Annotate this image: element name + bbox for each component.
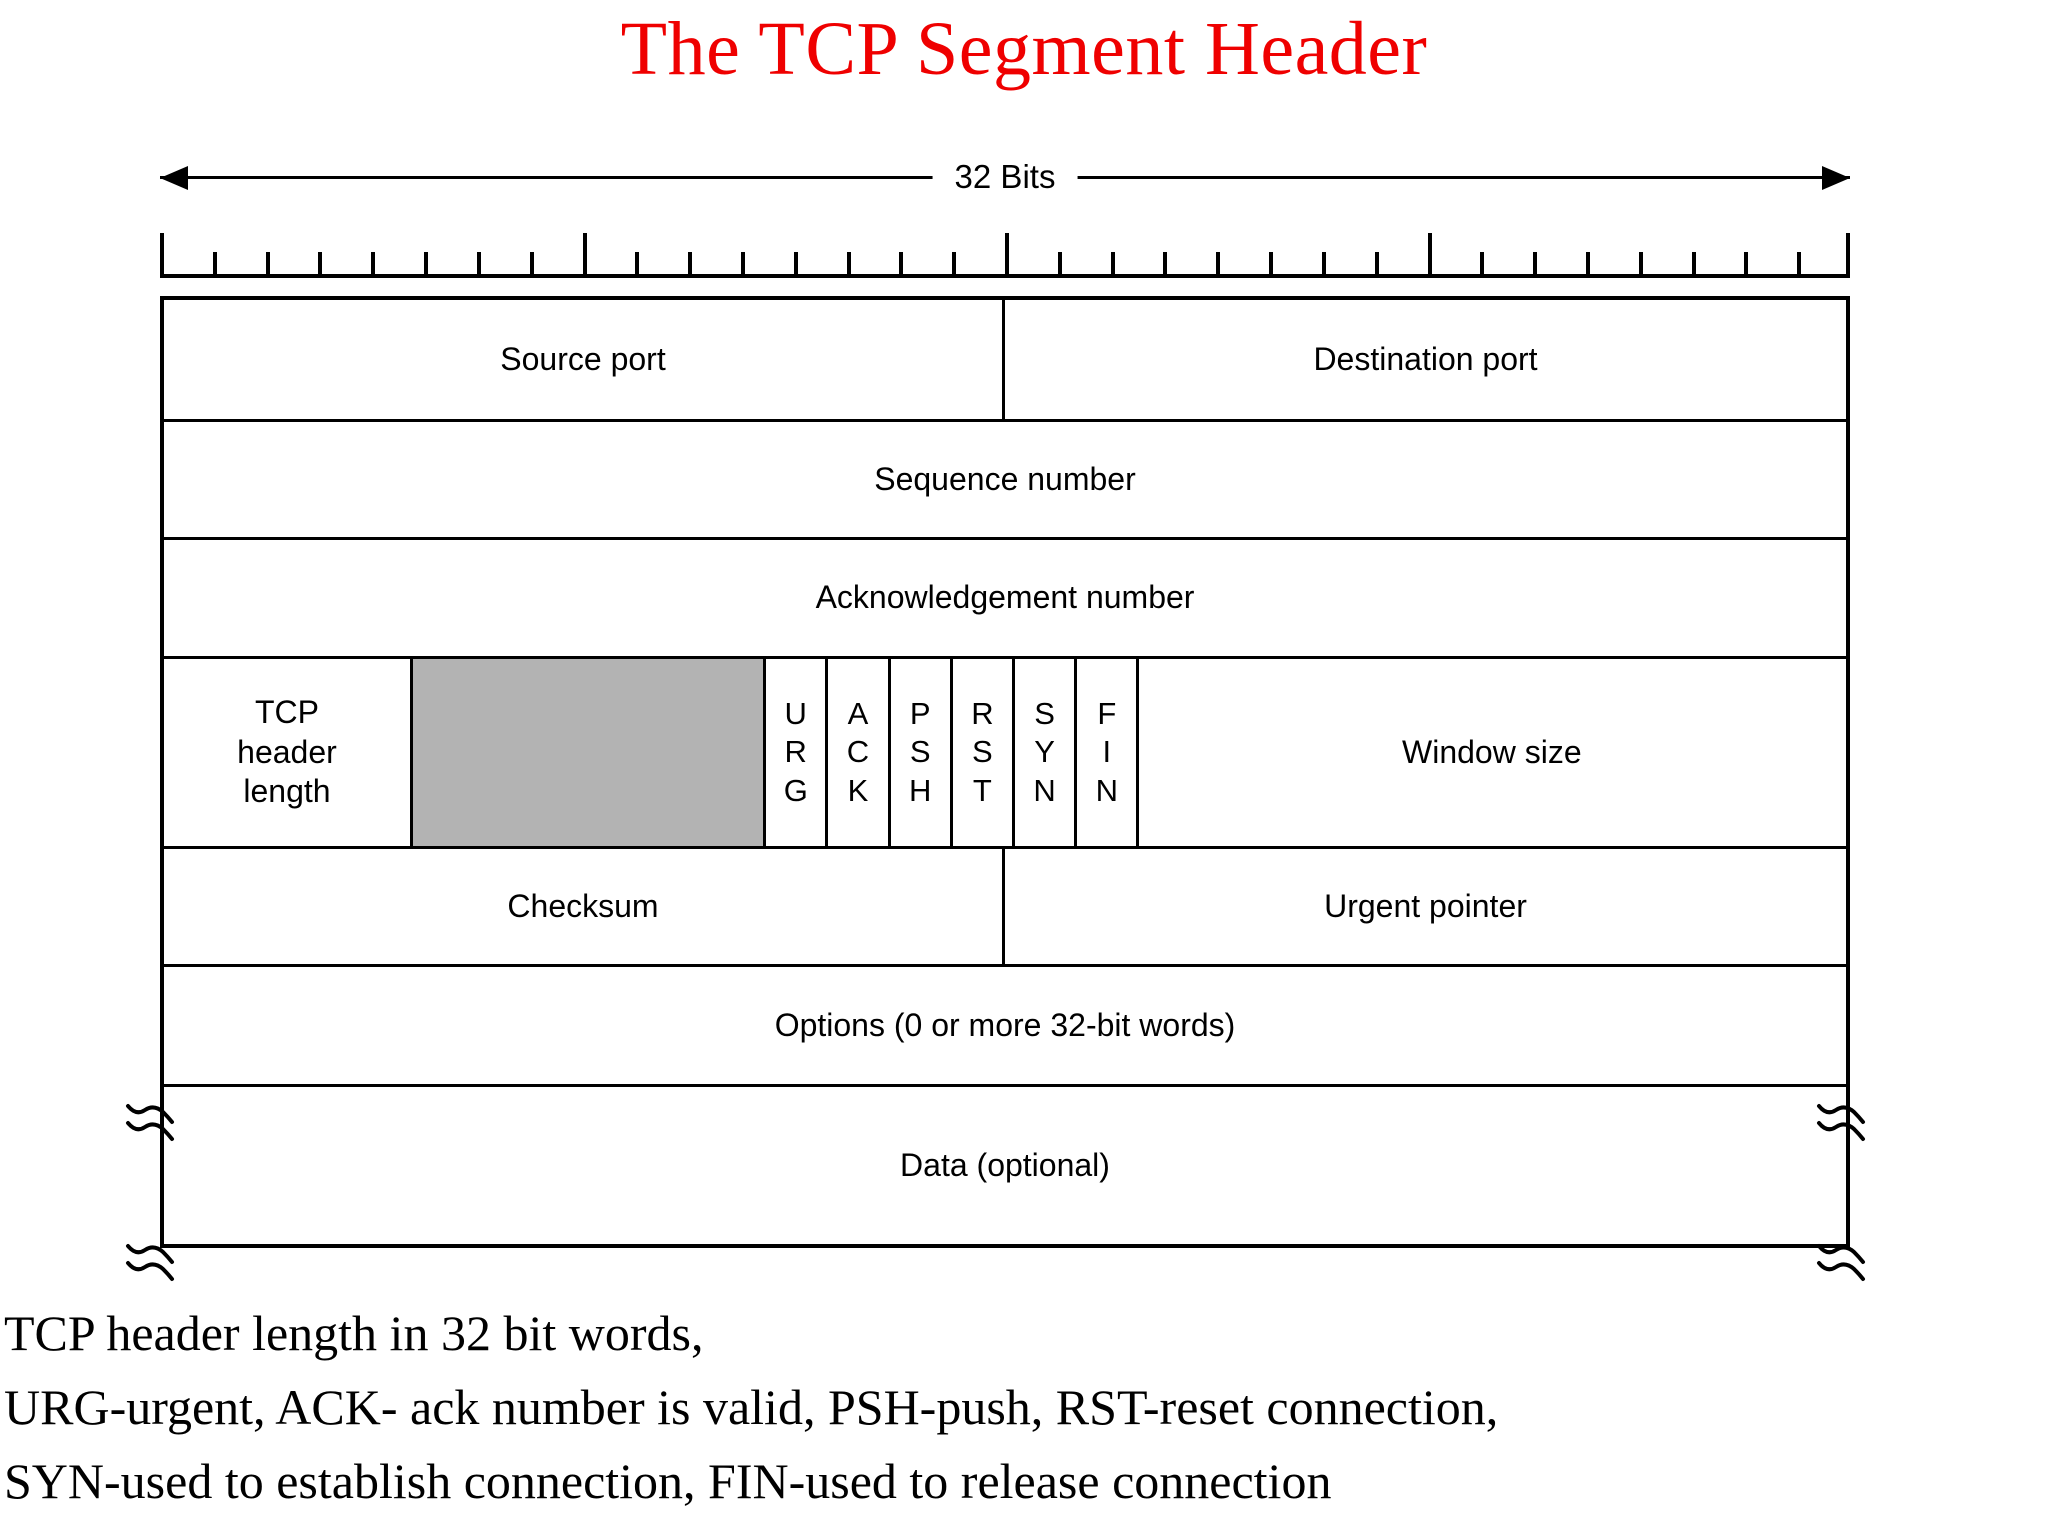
flag-fin: F I N — [1077, 659, 1140, 846]
ruler-tick-25 — [1480, 252, 1485, 278]
ruler-tick-20 — [1216, 252, 1221, 278]
tcp-header-length-line-1: TCP — [254, 693, 319, 730]
ruler-tick-21 — [1269, 252, 1274, 278]
flag-ack-char-2: C — [846, 734, 870, 770]
ruler-tick-16 — [1005, 233, 1009, 278]
flag-rst-char-2: S — [972, 734, 993, 770]
field-options: Options (0 or more 32-bit words) — [774, 1006, 1236, 1043]
break-symbol-options-right — [1815, 1086, 1881, 1144]
ruler-tick-26 — [1533, 252, 1538, 278]
tcp-header-length-line-2: header — [237, 733, 337, 770]
ruler-tick-14 — [899, 252, 904, 278]
flag-urg-char-2: R — [784, 734, 807, 770]
field-checksum: Checksum — [164, 849, 1005, 964]
note-line-1: TCP header length in 32 bit words, — [4, 1305, 704, 1361]
ruler-tick-31 — [1797, 252, 1802, 278]
field-sequence-number: Sequence number — [874, 460, 1136, 497]
break-symbol-options-left — [124, 1086, 190, 1144]
flag-psh-char-1: P — [909, 695, 931, 731]
bit-width-label: 32 Bits — [932, 154, 1078, 200]
ruler-tick-0 — [160, 233, 164, 278]
flag-fin-char-3: N — [1095, 772, 1119, 808]
ruler-tick-3 — [318, 252, 323, 278]
flag-syn-char-2: Y — [1034, 734, 1055, 770]
flag-urg: U R G — [766, 659, 829, 846]
flag-ack: A C K — [828, 659, 891, 846]
table-row-ports: Source port Destination port — [164, 300, 1846, 422]
ruler-tick-5 — [424, 252, 429, 278]
note-line-2: URG-urgent, ACK- ack number is valid, PS… — [4, 1379, 1499, 1435]
flag-fin-char-2: I — [1102, 734, 1112, 770]
flag-rst-char-1: R — [971, 695, 994, 731]
field-urgent-pointer: Urgent pointer — [1324, 887, 1527, 924]
field-data: Data (optional) — [900, 1146, 1110, 1183]
flag-fin-char-1: F — [1097, 695, 1117, 731]
tcp-header-diagram: 32 Bits Source port Destination port Seq… — [126, 150, 1865, 1281]
ruler-tick-1 — [212, 252, 217, 278]
flag-ack-char-1: A — [847, 695, 869, 731]
ruler-tick-4 — [371, 252, 376, 278]
ruler-tick-18 — [1110, 252, 1115, 278]
field-destination-port: Destination port — [1313, 340, 1538, 377]
ruler-tick-28 — [1638, 252, 1643, 278]
ruler-tick-17 — [1057, 252, 1062, 278]
flag-syn-char-1: S — [1034, 695, 1055, 731]
field-window-size: Window size — [1402, 733, 1582, 770]
table-row-flags: TCP header length U R G A C K — [164, 659, 1846, 849]
ruler-tick-30 — [1744, 252, 1749, 278]
table-row-sequence: Sequence number — [164, 422, 1846, 540]
field-tcp-header-length: TCP header length — [164, 659, 413, 846]
page-title: The TCP Segment Header — [620, 7, 1428, 91]
ruler-tick-13 — [846, 252, 851, 278]
ruler-tick-24 — [1427, 233, 1432, 278]
field-acknowledgement-number: Acknowledgement number — [815, 579, 1195, 616]
table-row-checksum: Checksum Urgent pointer — [164, 849, 1846, 967]
field-source-port: Source port — [164, 300, 1005, 419]
flag-psh: P S H — [891, 659, 953, 846]
flag-urg-char-3: G — [783, 772, 808, 808]
header-field-table: Source port Destination port Sequence nu… — [160, 296, 1850, 1248]
tcp-header-length-line-3: length — [243, 773, 331, 810]
field-reserved — [412, 659, 767, 846]
ruler-tick-10 — [688, 252, 693, 278]
flag-rst: R S T — [953, 659, 1016, 846]
ruler-tick-12 — [793, 252, 798, 278]
ruler-tick-8 — [582, 233, 587, 278]
table-row-options: Options (0 or more 32-bit words) — [164, 967, 1846, 1087]
ruler-tick-2 — [265, 252, 270, 278]
flag-urg-char-1: U — [784, 695, 807, 731]
ruler-tick-32 — [1846, 233, 1850, 278]
ruler-tick-19 — [1163, 252, 1168, 278]
flag-psh-char-3: H — [908, 772, 932, 808]
ruler-tick-15 — [952, 252, 957, 278]
notes-block: TCP header length in 32 bit words, URG-u… — [4, 1296, 2044, 1518]
note-line-3: SYN-used to establish connection, FIN-us… — [4, 1453, 1332, 1509]
break-symbol-data-right — [1815, 1226, 1881, 1284]
ruler-tick-9 — [635, 252, 640, 278]
flag-psh-char-2: S — [909, 734, 931, 770]
ruler-tick-6 — [476, 252, 481, 278]
ruler-tick-23 — [1374, 252, 1379, 278]
bit-width-indicator: 32 Bits — [160, 150, 1850, 206]
ruler-tick-11 — [740, 252, 745, 278]
table-row-data: Data (optional) — [164, 1087, 1846, 1244]
arrow-left-icon — [160, 166, 188, 190]
bit-ruler — [160, 228, 1850, 278]
ruler-tick-7 — [529, 252, 534, 278]
ruler-tick-22 — [1321, 252, 1326, 278]
break-symbol-data-left — [124, 1226, 190, 1284]
flag-ack-char-3: K — [847, 772, 869, 808]
flag-syn-char-3: N — [1033, 772, 1056, 808]
ruler-tick-27 — [1585, 252, 1590, 278]
flag-syn: S Y N — [1015, 659, 1078, 846]
ruler-tick-29 — [1691, 252, 1696, 278]
arrow-right-icon — [1822, 166, 1850, 190]
table-row-acknowledgement: Acknowledgement number — [164, 540, 1846, 659]
flag-rst-char-3: T — [972, 772, 992, 808]
